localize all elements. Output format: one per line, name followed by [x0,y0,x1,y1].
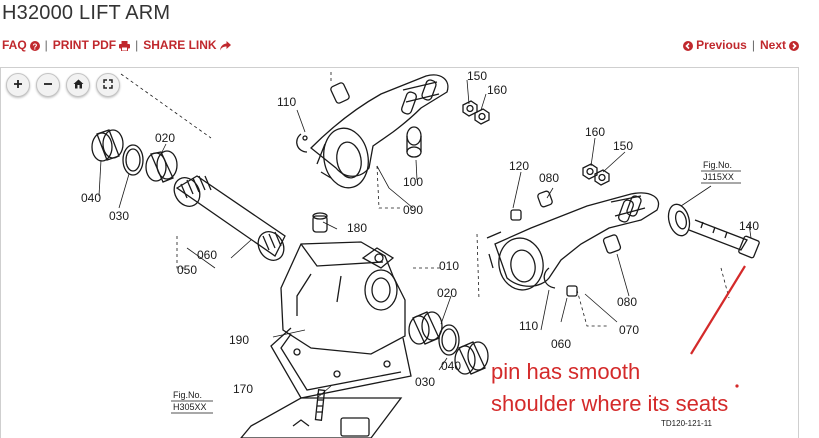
next-link[interactable]: Next [760,38,799,52]
part-label: 190 [229,333,249,347]
part-label: 170 [233,382,253,396]
lift-housing [270,241,412,399]
part-label: 030 [109,209,129,223]
fig-ref-number: J115XX [703,172,734,182]
faq-link[interactable]: FAQ? [2,38,40,52]
minus-icon [43,76,53,94]
splined-shaft [173,175,328,261]
part-label: 150 [613,139,633,153]
pager-links: Previous | Next [683,38,799,52]
annotation-line-2: shoulder where its seats [491,391,728,416]
plus-icon [13,76,23,94]
question-icon: ? [29,38,40,52]
drawing-code: TD120-121-11 [661,419,713,428]
share-link-label: SHARE LINK [143,38,217,52]
fig-ref-underlines [171,170,741,414]
zoom-in-button[interactable] [6,73,30,97]
part-label: 100 [403,175,423,189]
part-label: 040 [81,191,101,205]
next-label: Next [759,38,786,52]
chevron-left-circle-icon [683,38,694,52]
part-label: 110 [277,95,296,109]
share-link[interactable]: SHARE LINK [143,38,231,52]
upper-small-parts [296,82,490,158]
figure-references: Fig.No. J115XX Fig.No. H305XX TD120-121-… [173,160,734,428]
zoom-out-button[interactable] [36,73,60,97]
annotation-pointer-line [690,265,746,355]
annotation-line-1: pin has smooth [491,359,640,384]
red-annotation: pin has smooth shoulder where its seats [491,265,746,416]
zoom-controls [6,73,120,97]
action-links: FAQ? | PRINT PDF | SHARE LINK [2,38,231,52]
part-label: 030 [415,375,435,389]
separator: | [44,38,48,52]
part-label: 060 [197,248,217,262]
upper-lift-arm [310,74,449,189]
separator: | [751,38,755,52]
previous-label: Previous [696,38,747,52]
fig-ref-label: Fig.No. [703,160,732,170]
print-pdf-label: PRINT PDF [52,38,117,52]
separator: | [135,38,139,52]
part-label: 020 [437,286,457,300]
home-view-button[interactable] [66,73,90,97]
annotation-dot [735,384,739,388]
part-label: 090 [403,203,423,217]
gasket-and-bolt [240,389,403,438]
fullscreen-icon [103,76,113,94]
part-label: 040 [441,359,461,373]
parts-diagram: 150 160 110 020 100 090 040 030 180 060 … [81,69,760,438]
part-label: 070 [619,323,639,337]
faq-label: FAQ [2,38,27,52]
home-icon [73,76,84,94]
diagram-viewer[interactable]: 150 160 110 020 100 090 040 030 180 060 … [0,67,799,438]
print-pdf-link[interactable]: PRINT PDF [52,38,131,52]
part-label: 080 [539,171,559,185]
fullscreen-button[interactable] [96,73,120,97]
chevron-right-circle-icon [789,38,799,52]
part-label: 160 [585,125,605,139]
part-label: 160 [487,83,507,97]
part-label: 010 [439,259,459,273]
part-label: 120 [509,159,529,173]
pin-and-washer [667,203,760,259]
fig-ref-label: Fig.No. [173,390,202,400]
part-label: 180 [347,221,367,235]
dashed-brackets [120,72,730,327]
part-label: 060 [551,337,571,351]
fig-ref-number: H305XX [173,402,207,412]
right-bushings [408,311,489,375]
part-label: 080 [617,295,637,309]
left-bushings [91,129,178,183]
part-label: 140 [739,219,759,233]
part-label: 150 [467,69,487,83]
part-label: 050 [177,263,197,277]
part-labels: 150 160 110 020 100 090 040 030 180 060 … [81,69,759,396]
printer-icon [119,38,131,52]
leader-lines [98,79,752,399]
previous-link[interactable]: Previous [683,38,747,52]
part-label: 110 [519,319,538,333]
share-arrow-icon [219,38,231,52]
part-label: 020 [155,131,175,145]
svg-text:?: ? [32,42,37,51]
right-lift-arm [486,163,660,297]
page-title: H32000 LIFT ARM [2,2,171,24]
